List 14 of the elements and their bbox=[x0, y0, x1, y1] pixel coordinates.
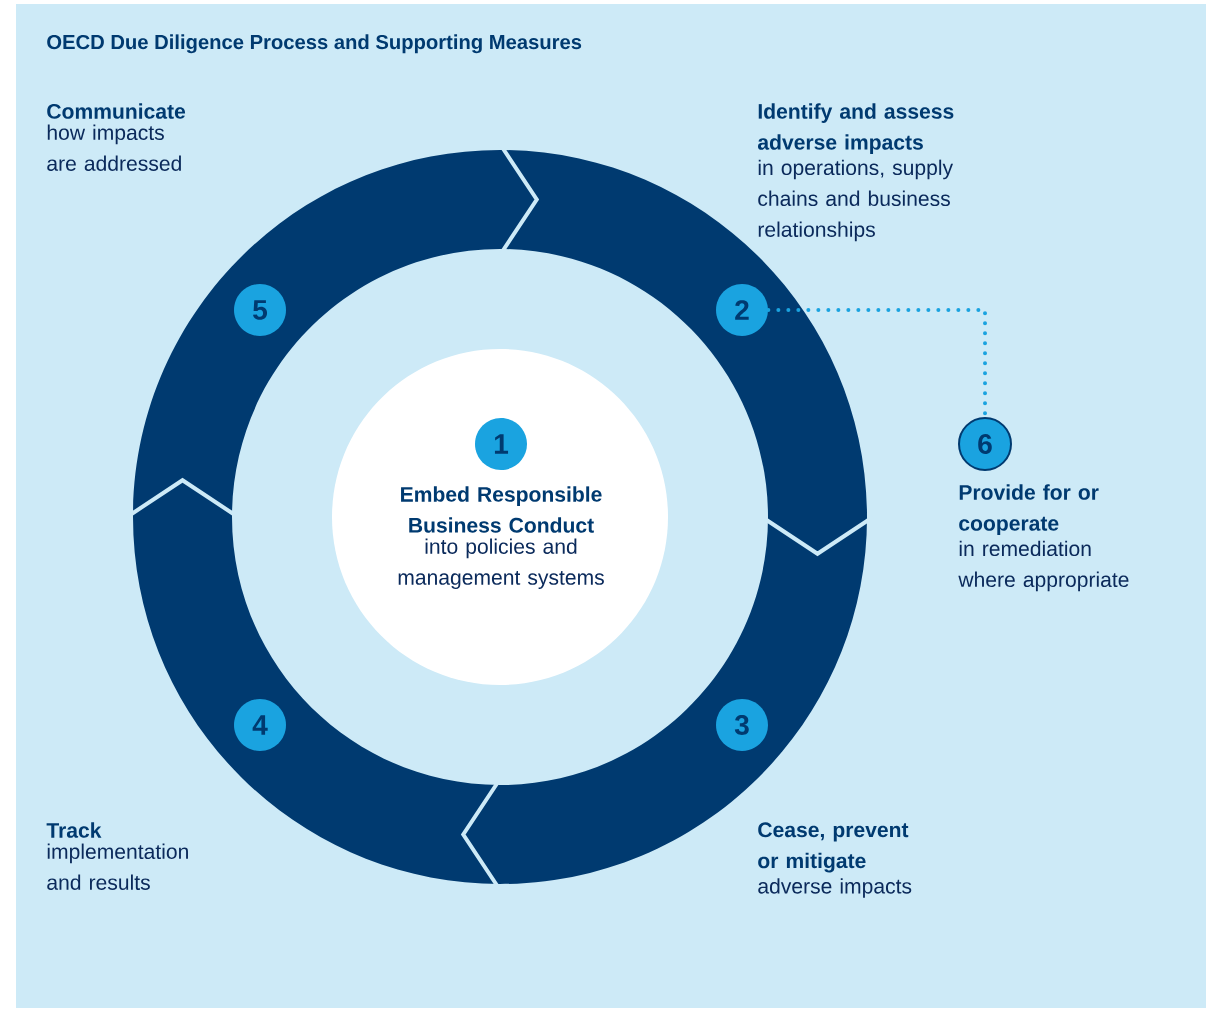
step-description: how impacts are addressed bbox=[47, 124, 181, 171]
step-description: in operations, supply chains and business relationships bbox=[758, 159, 954, 242]
center-circle bbox=[332, 349, 668, 685]
circle-description: into policies and management systems bbox=[398, 538, 604, 590]
step-heading: Cease, prevent or mitigate bbox=[758, 822, 909, 873]
circle-heading: Embed Responsible Business Conduct bbox=[401, 486, 602, 533]
step-description: implementation and results bbox=[47, 843, 188, 890]
step-description: in remediation where appropriate bbox=[958, 540, 1129, 592]
step-heading: Identify and assess adverse impacts bbox=[757, 103, 954, 154]
step-description: adverse impacts bbox=[758, 878, 912, 898]
step-heading: Communicate bbox=[47, 103, 186, 119]
step-heading: Track bbox=[46, 822, 102, 838]
title: OECD Due Diligence Process and Supporting Measures bbox=[47, 34, 582, 54]
step-heading: Provide for or cooperate bbox=[959, 484, 1099, 535]
